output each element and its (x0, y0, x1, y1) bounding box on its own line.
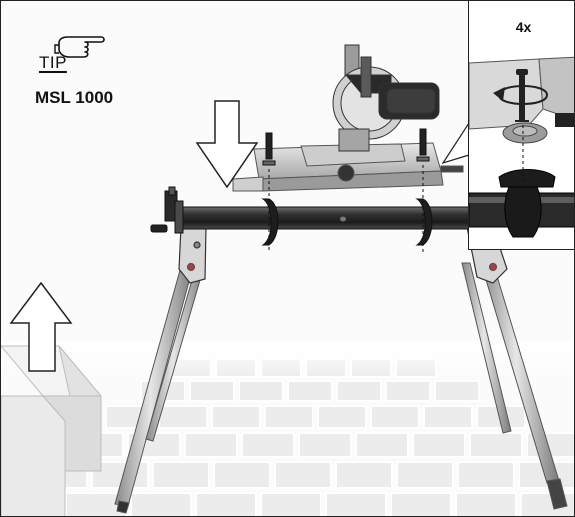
arrow-up-icon (9, 281, 73, 372)
pointing-hand-icon (54, 36, 105, 58)
leg-brackets (178, 226, 508, 284)
miter-saw-base (232, 142, 464, 192)
stand-legs (114, 262, 568, 514)
detail-inset: 4x (468, 1, 574, 250)
screw-rotate-icon (493, 69, 549, 122)
end-stop (150, 186, 184, 234)
miter-saw-head (332, 44, 440, 152)
mounting-bolts (262, 128, 430, 253)
inset-drawing (469, 56, 574, 238)
callout-pointer (441, 120, 470, 165)
tip-label: TIP (39, 53, 67, 72)
repeat-count: 4x (515, 19, 532, 35)
main-beam (178, 206, 480, 230)
tip-callout: TIP MSL 1000 (31, 29, 151, 119)
model-label: MSL 1000 (35, 88, 114, 107)
arrow-down-icon (195, 100, 259, 189)
